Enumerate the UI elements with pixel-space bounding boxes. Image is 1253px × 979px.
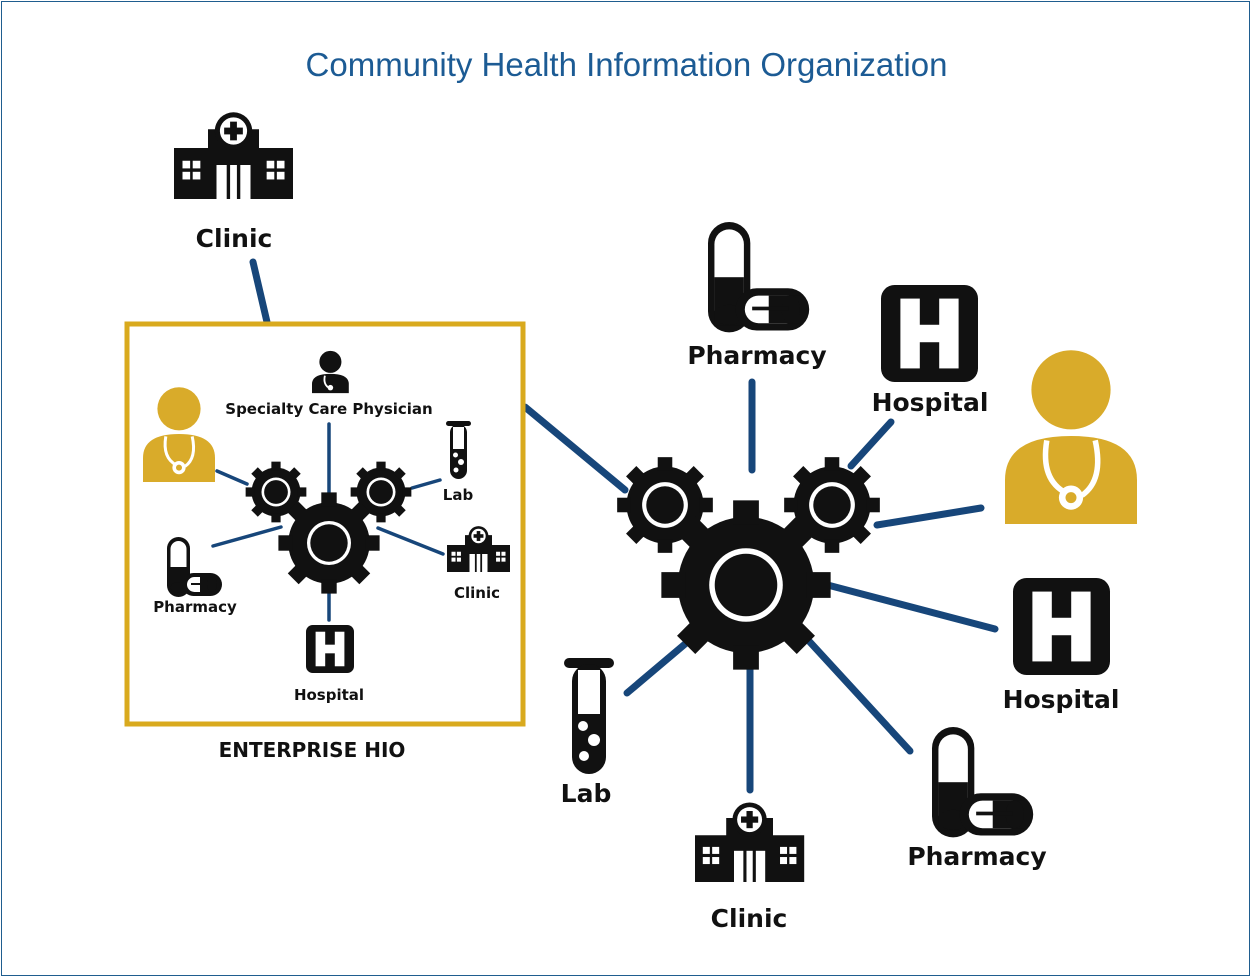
diagram-title: Community Health Information Organizatio… [305, 46, 948, 83]
enterprise-clinic-label: Clinic [454, 584, 500, 602]
hospital-icon [881, 285, 978, 382]
hospital-icon [306, 625, 354, 673]
gear-icon [278, 492, 380, 594]
community-hub-gears [617, 457, 880, 670]
clinic-bottom-label: Clinic [711, 904, 788, 933]
pharmacy-icon [708, 222, 810, 333]
connector-hospital-top [847, 418, 895, 470]
connector-physician [873, 504, 985, 529]
lab-label: Lab [561, 779, 612, 808]
hospital-right-label: Hospital [1003, 685, 1120, 714]
enterprise-hio-caption: ENTERPRISE HIO [219, 738, 406, 762]
hospital-top-label: Hospital [872, 388, 989, 417]
pharmacy-bottom-label: Pharmacy [907, 842, 1046, 871]
connector-pharmacy-bottom [793, 624, 914, 755]
clinic-icon [174, 112, 293, 199]
lab-icon [564, 658, 614, 774]
enterprise-lab-label: Lab [443, 486, 474, 504]
clinic-top-label: Clinic [196, 224, 273, 253]
community-connectors [249, 258, 999, 794]
enterprise-pharmacy-label: Pharmacy [153, 598, 237, 616]
enterprise-specialty-label: Specialty Care Physician [225, 400, 432, 418]
enterprise-hospital-label: Hospital [294, 686, 364, 704]
gear-icon [661, 500, 831, 670]
physician-icon [1005, 350, 1137, 524]
connector-clinic-top [249, 258, 271, 326]
pharmacy-icon [932, 727, 1034, 838]
clinic-icon [695, 802, 805, 882]
enterprise-connectors [211, 422, 445, 622]
hospital-icon [1013, 578, 1110, 675]
connector-hospital-right [816, 579, 999, 633]
pharmacy-top-label: Pharmacy [687, 341, 826, 370]
connector-enterprise [521, 403, 629, 494]
